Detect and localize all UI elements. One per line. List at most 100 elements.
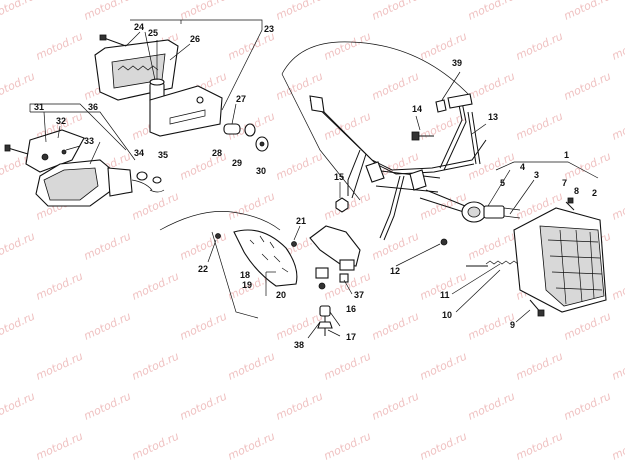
watermark-text: motod.ru (610, 30, 625, 63)
watermark-text: motod.ru (370, 0, 421, 23)
watermark-text: motod.ru (82, 230, 133, 263)
watermark-text: motod.ru (226, 30, 277, 63)
watermark-text: motod.ru (178, 0, 229, 23)
label-5: 5 (500, 178, 505, 188)
label-21: 21 (296, 216, 306, 226)
label-33: 33 (84, 136, 94, 146)
watermark-text: motod.ru (562, 70, 613, 103)
front-turn-indicator-group (4, 103, 165, 207)
label-27: 27 (236, 94, 246, 104)
watermark-text: motod.ru (82, 390, 133, 423)
watermark-text: motod.ru (562, 0, 613, 23)
watermark-text: motod.ru (82, 310, 133, 343)
label-24: 24 (134, 22, 144, 32)
watermark-text: motod.ru (178, 230, 229, 263)
label-36: 36 (88, 102, 98, 112)
label-30: 30 (256, 166, 266, 176)
watermark-text: motod.ru (466, 390, 517, 423)
label-20: 20 (276, 290, 286, 300)
label-1: 1 (564, 150, 569, 160)
watermark-text: motod.ru (274, 390, 325, 423)
watermark-text: motod.ru (130, 350, 181, 383)
watermark-text: motod.ru (610, 270, 625, 303)
label-18: 18 (240, 270, 250, 280)
label-31: 31 (34, 102, 44, 112)
watermark-text: motod.ru (274, 150, 325, 183)
watermark-text: motod.ru (34, 350, 85, 383)
watermark-text: motod.ru (514, 350, 565, 383)
watermark-text: motod.ru (0, 0, 37, 23)
watermark-text: motod.ru (466, 70, 517, 103)
watermark-text: motod.ru (274, 310, 325, 343)
rear-license-light-group (94, 19, 269, 152)
watermark-text: motod.ru (226, 350, 277, 383)
watermark-text: motod.ru (466, 150, 517, 183)
watermark-text: motod.ru (34, 30, 85, 63)
headlight-support-frame (281, 41, 487, 246)
watermark-text: motod.ru (370, 310, 421, 343)
label-23: 23 (264, 24, 274, 34)
part-labels: 1 2 3 4 5 7 8 9 10 11 12 13 14 15 16 17 … (34, 22, 597, 350)
label-17: 17 (346, 332, 356, 342)
watermark-text: motod.ru (130, 430, 181, 463)
watermark-text: motod.ru (370, 390, 421, 423)
label-4: 4 (520, 162, 525, 172)
watermark-text: motod.ru (322, 430, 373, 463)
label-8: 8 (574, 186, 579, 196)
watermark-text: motod.ru (130, 270, 181, 303)
watermark-text: motod.ru (514, 110, 565, 143)
watermark-text: motod.ru (370, 230, 421, 263)
watermark-text: motod.ru (370, 70, 421, 103)
watermark-text: motod.ru (0, 390, 37, 423)
label-37: 37 (354, 290, 364, 300)
watermark-text: motod.ru (178, 310, 229, 343)
label-16: 16 (346, 304, 356, 314)
watermark-text: motod.ru (322, 350, 373, 383)
watermark-text: motod.ru (610, 110, 625, 143)
watermark-text: motod.ru (0, 310, 37, 343)
watermark-text: motod.ru (274, 0, 325, 23)
label-13: 13 (488, 112, 498, 122)
watermark-text: motod.ru (466, 0, 517, 23)
label-11: 11 (440, 290, 450, 300)
label-14: 14 (412, 104, 422, 114)
watermark-text: motod.ru (562, 390, 613, 423)
watermark-text: motod.ru (34, 430, 85, 463)
label-2: 2 (592, 188, 597, 198)
label-38: 38 (294, 340, 304, 350)
watermark-text: motod.ru (226, 430, 277, 463)
label-34: 34 (134, 148, 144, 158)
watermark-text: motod.ru (82, 0, 133, 23)
watermark-text: motod.ru (322, 30, 373, 63)
label-29: 29 (232, 158, 242, 168)
watermark-text: motod.ru (610, 190, 625, 223)
tail-lamp-group (159, 211, 361, 336)
watermark-text: motod.ru (514, 30, 565, 63)
watermark-text: motod.ru (610, 430, 625, 463)
label-15: 15 (334, 172, 344, 182)
label-22: 22 (198, 264, 208, 274)
label-3: 3 (534, 170, 539, 180)
watermark-text: motod.ru (34, 270, 85, 303)
watermark-text: motod.ru (226, 190, 277, 223)
watermark-text: motod.ru (0, 70, 37, 103)
label-7: 7 (562, 178, 567, 188)
label-10: 10 (442, 310, 452, 320)
label-35: 35 (158, 150, 168, 160)
label-25: 25 (148, 28, 158, 38)
watermark-text: motod.ru (0, 230, 37, 263)
headlight-assembly (461, 161, 607, 317)
watermark-text: motod.ru (610, 350, 625, 383)
watermark-text: motod.ru (418, 350, 469, 383)
watermark-text: motod.ru (322, 110, 373, 143)
watermark-text: motod.ru (418, 430, 469, 463)
watermark-text: motod.ru (466, 230, 517, 263)
label-9: 9 (510, 320, 515, 330)
label-39: 39 (452, 58, 462, 68)
leader-lines (43, 31, 535, 339)
watermark-text: motod.ru (418, 190, 469, 223)
label-12: 12 (390, 266, 400, 276)
watermark-text: motod.ru (562, 310, 613, 343)
label-19: 19 (242, 280, 252, 290)
watermark-text: motod.ru (130, 190, 181, 223)
